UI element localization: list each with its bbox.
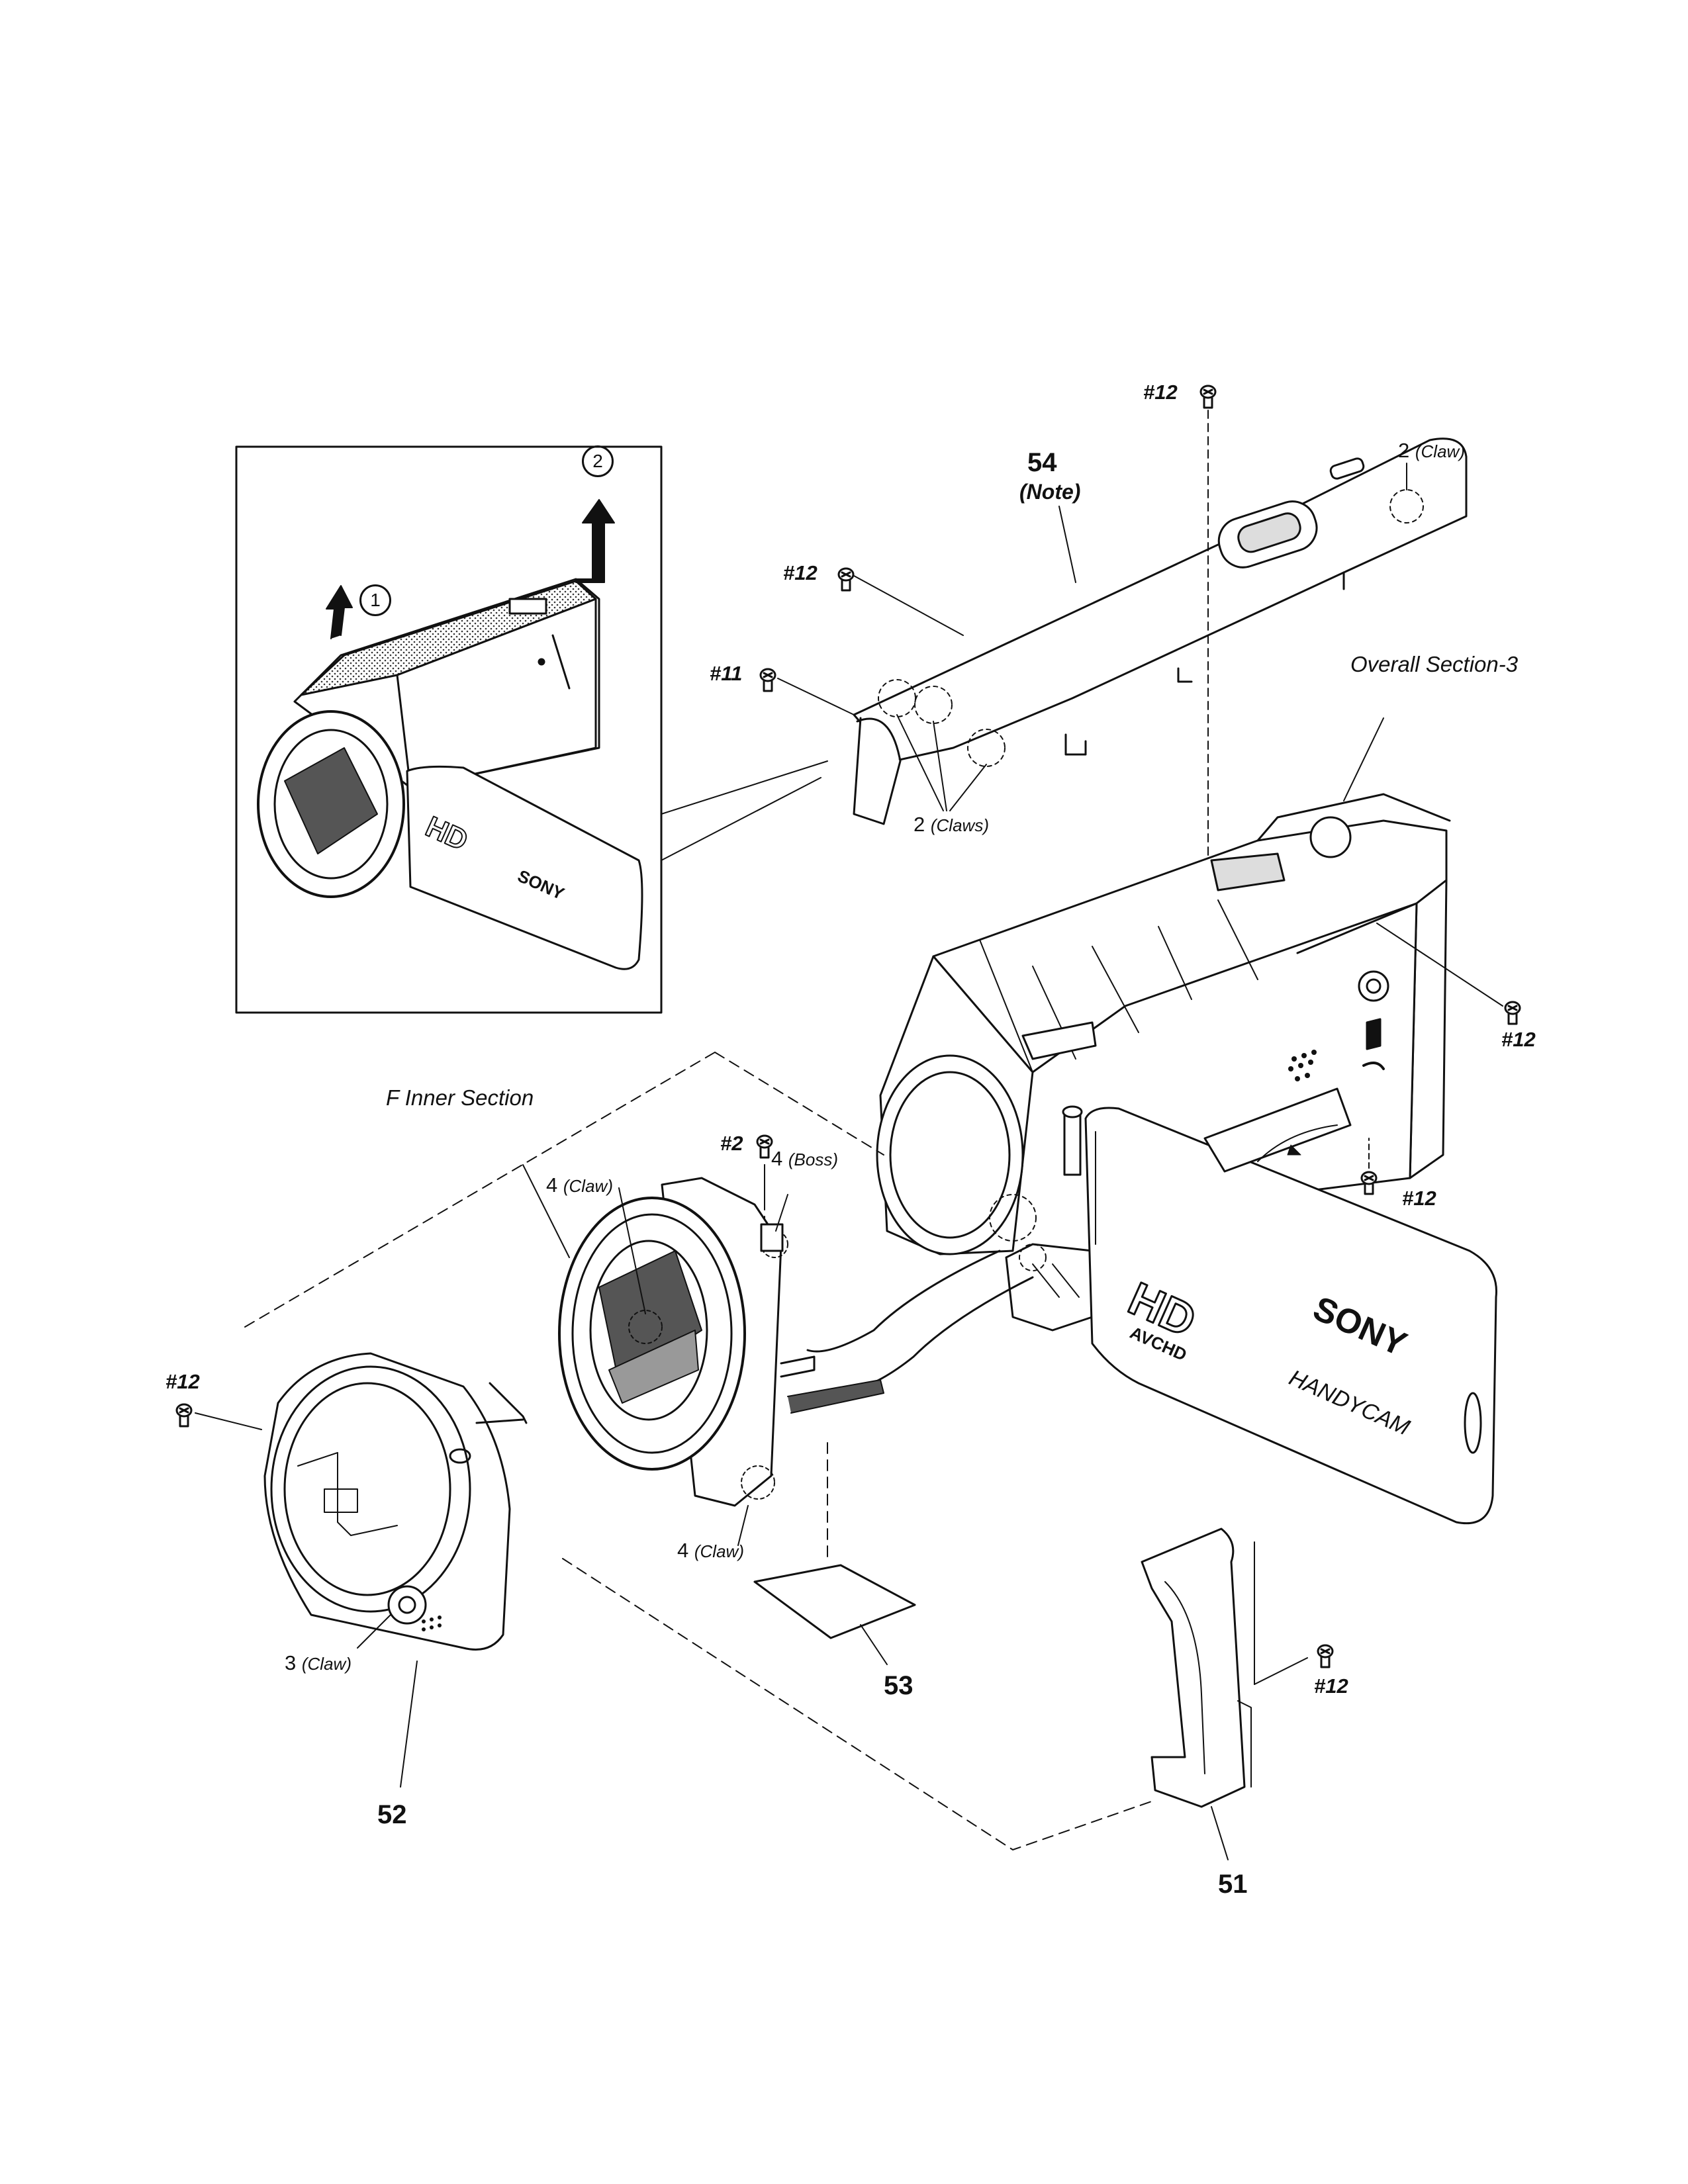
lcd-panel (1084, 1087, 1497, 1525)
inner-section-label: F Inner Section (386, 1085, 534, 1110)
claw-label-lens-top: 4 (Claw) (546, 1173, 613, 1197)
claw-label-cover-right: 2 (Claw) (1398, 439, 1465, 462)
grip-bracket-part-51 (1141, 1527, 1308, 1860)
top-cover-part-54 (853, 437, 1468, 825)
lens-assembly (522, 1164, 884, 1546)
screw-label-12-right-lower: #12 (1402, 1187, 1436, 1210)
step-1-marker: 1 (359, 584, 391, 616)
claw-label-lens-bottom: 4 (Claw) (677, 1539, 744, 1562)
screw-label-2: #2 (720, 1132, 743, 1155)
part-number-51: 51 (1218, 1870, 1248, 1899)
claw-label-front-ring: 3 (Claw) (285, 1651, 352, 1674)
part-54-note: (Note) (1019, 480, 1081, 504)
screw-label-12-right-upper: #12 (1501, 1028, 1536, 1051)
sheet-part-53 (753, 1564, 916, 1665)
part-number-54: 54 (1027, 448, 1057, 477)
screw-12-grip (1317, 1644, 1334, 1668)
screw-11 (759, 668, 776, 692)
claw-label-cover-left: 2 (Claws) (914, 813, 989, 836)
screw-label-12-left: #12 (165, 1370, 200, 1393)
screw-2 (756, 1134, 773, 1159)
part-number-52: 52 (377, 1800, 407, 1829)
screw-12-right-lower (1360, 1171, 1378, 1195)
screw-12-right-upper (1504, 1001, 1521, 1025)
part-number-53: 53 (884, 1671, 914, 1700)
screw-label-12-cover: #12 (783, 561, 818, 584)
screw-12-top (1199, 385, 1217, 409)
screw-label-11: #11 (710, 662, 743, 685)
overall-section-label: Overall Section-3 (1350, 652, 1519, 676)
screw-label-12-grip: #12 (1314, 1674, 1348, 1698)
step-2-marker: 2 (582, 445, 614, 477)
screw-12-cover (837, 567, 855, 592)
front-cover-part-52 (263, 1352, 528, 1788)
inset-panel (235, 445, 663, 1014)
screw-label-12-top: #12 (1143, 381, 1178, 404)
claw-label-lens-boss: 4 (Boss) (771, 1147, 838, 1170)
screw-12-left (175, 1403, 193, 1428)
